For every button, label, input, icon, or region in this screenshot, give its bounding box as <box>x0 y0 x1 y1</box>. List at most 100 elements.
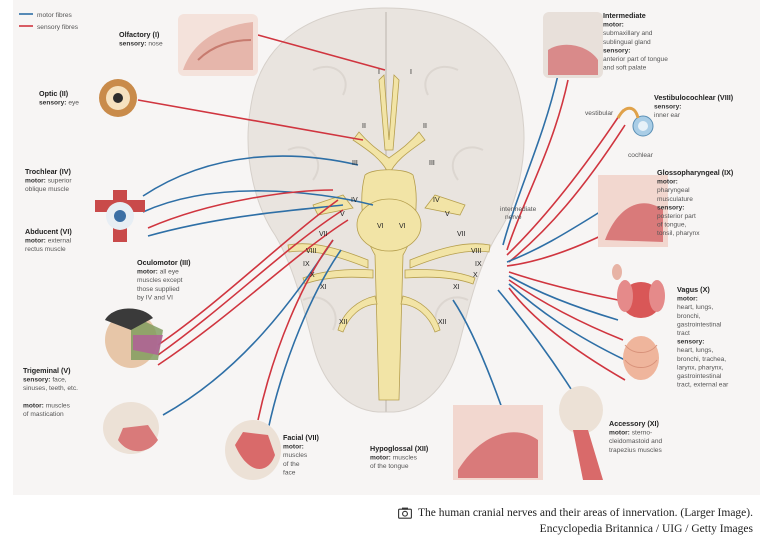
vagus-nerve-line: gastrointestinal <box>677 321 722 328</box>
hypoglossal-nerve-line: of the tongue <box>370 463 409 470</box>
olfactory-nerve-title: Olfactory (I) <box>119 30 160 39</box>
nerve-numerals: I I II II III III IV IV V V VI VI VII VI… <box>303 69 482 326</box>
vestibular-label: vestibular <box>585 110 614 117</box>
accessory-nerve-line: motor: sterno- <box>609 430 652 437</box>
facial-nerve-title: Facial (VII) <box>283 433 320 442</box>
trigeminal-nerve-line: motor: muscles <box>23 402 71 409</box>
numeral-xi-left: XI <box>320 284 327 291</box>
vagus-nerve-line: tract <box>677 330 690 337</box>
accessory-nerve-title: Accessory (XI) <box>609 419 660 428</box>
glossopharyngeal-nerve-label: Glossopharyngeal (IX) motor:pharyngeal mus… <box>657 168 734 237</box>
numeral-vii-left: VII <box>319 231 328 238</box>
numeral-iv-left: IV <box>351 197 358 204</box>
figure-caption: The human cranial nerves and their areas… <box>397 505 753 537</box>
intermediate-mouth-illustration <box>543 12 603 78</box>
numeral-x-left: X <box>310 272 315 279</box>
olfactory-illustration <box>178 14 258 76</box>
oculomotor-nerve-line: those supplied <box>137 286 180 293</box>
numeral-ii-right: II <box>423 123 427 130</box>
numeral-x-right: X <box>473 272 478 279</box>
brainstem-illustration <box>287 74 491 401</box>
accessory-nerve-label: Accessory (XI) motor: sterno-cleidomastoi… <box>609 419 662 454</box>
intermediate-nerve-line: and soft palate <box>603 65 647 72</box>
small-labels: vestibular cochlear intermediate nerve <box>500 110 654 221</box>
vagus-nerve-line: heart, lungs, <box>677 347 713 354</box>
numeral-iv-right: IV <box>433 197 440 204</box>
numeral-iii-right: III <box>429 160 435 167</box>
glossopharyngeal-nerve-line: tonsil, pharynx <box>657 230 700 237</box>
trochlear-nerve-title: Trochlear (IV) <box>25 167 72 176</box>
legend-motor-label: motor fibres <box>37 12 73 19</box>
hypoglossal-nerve-title: Hypoglossal (XII) <box>370 444 429 453</box>
oculomotor-nerve-line: motor: all eye <box>137 269 179 276</box>
numeral-ii-left: II <box>362 123 366 130</box>
oculomotor-nerve-line: muscles except <box>137 277 183 284</box>
hypoglossal-nerve-line: motor: muscles <box>370 455 418 462</box>
vestibulocochlear-nerve-line: inner ear <box>654 112 681 119</box>
intermediate-nerve-line: sublingual gland <box>603 39 651 46</box>
oculomotor-nerve-line: by IV and VI <box>137 294 173 301</box>
vestibulocochlear-nerve-line: sensory: <box>654 104 682 111</box>
vestibulocochlear-nerve-title: Vestibulocochlear (VIII) <box>654 93 734 102</box>
legend: motor fibres sensory fibres <box>19 12 79 31</box>
numeral-v-left: V <box>340 211 345 218</box>
numeral-xii-right: XII <box>438 319 447 326</box>
intermediate-nerve-label-line1: intermediate <box>500 206 537 213</box>
accessory-nerve-line: trapezius muscles <box>609 447 662 454</box>
glossopharyngeal-illustration <box>598 175 668 247</box>
numeral-xi-right: XI <box>453 284 460 291</box>
facial-nerve-line: muscles <box>283 452 308 459</box>
optic-eye-illustration <box>99 79 137 117</box>
facial-nerve-line: face <box>283 469 296 476</box>
glossopharyngeal-nerve-title: Glossopharyngeal (IX) <box>657 168 734 177</box>
accessory-nerve-line: cleidomastoid and <box>609 438 662 445</box>
anatomy-thumbnails <box>95 12 668 480</box>
cranial-nerves-diagram: motor fibres sensory fibres Olfactory (I… <box>19 7 734 480</box>
olfactory-nerve-line: sensory: nose <box>119 41 163 48</box>
optic-nerve-line: sensory: eye <box>39 100 79 107</box>
numeral-xii-left: XII <box>339 319 348 326</box>
caption-text: The human cranial nerves and their areas… <box>417 507 753 519</box>
olfactory-nerve-label: Olfactory (I) sensory: nose <box>119 30 163 48</box>
glossopharyngeal-nerve-line: sensory: <box>657 204 685 211</box>
numeral-ix-right: IX <box>475 261 482 268</box>
trigeminal-nerve-label: Trigeminal (V)sensory: face,sinuses, tee… <box>23 366 78 418</box>
numeral-vii-right: VII <box>457 231 466 238</box>
intermediate-nerve-line: sensory: <box>603 47 631 54</box>
facial-nerve-line: motor: <box>283 444 304 451</box>
trigeminal-nerve-title: Trigeminal (V) <box>23 366 71 375</box>
vestibulocochlear-nerve-label: Vestibulocochlear (VIII) sensory:inner ea… <box>654 93 734 119</box>
facial-nerve-line: of the <box>283 461 300 468</box>
oculomotor-nerve-title: Oculomotor (III) <box>137 258 191 267</box>
vagus-nerve-line: gastrointestinal <box>677 373 722 380</box>
vagus-nerve-line: sensory: <box>677 339 705 346</box>
vagus-nerve-label: Vagus (X)motor:heart, lungs,bronchi,gast… <box>677 285 729 389</box>
vagus-nerve-line: larynx, pharynx, <box>677 364 724 371</box>
abducent-nerve-title: Abducent (VI) <box>25 227 72 236</box>
eye-muscles-illustration <box>95 190 145 242</box>
trigeminal-nerve-line: sensory: face, <box>23 377 67 384</box>
glossopharyngeal-nerve-line: motor: <box>657 179 678 186</box>
vagus-nerve-line: bronchi, <box>677 313 701 320</box>
numeral-ix-left: IX <box>303 261 310 268</box>
intermediate-nerve-title: Intermediate <box>603 11 646 20</box>
trigeminal-nerve-line: of mastication <box>23 411 64 418</box>
vagus-nerve-line: heart, lungs, <box>677 304 713 311</box>
accessory-neck-illustration <box>559 386 603 480</box>
numeral-i-right: I <box>410 69 412 76</box>
caption-row-1: The human cranial nerves and their areas… <box>397 505 753 521</box>
glossopharyngeal-nerve-line: pharyngeal <box>657 187 690 194</box>
optic-nerve-title: Optic (II) <box>39 89 69 98</box>
intermediate-nerve-label-line2: nerve <box>505 214 522 221</box>
intermediate-nerve-line: submaxillary and <box>603 30 653 37</box>
intermediate-nerve-line: anterior part of tongue <box>603 56 668 63</box>
glossopharyngeal-nerve-line: musculature <box>657 196 693 203</box>
abducent-nerve-line: rectus muscle <box>25 246 66 253</box>
